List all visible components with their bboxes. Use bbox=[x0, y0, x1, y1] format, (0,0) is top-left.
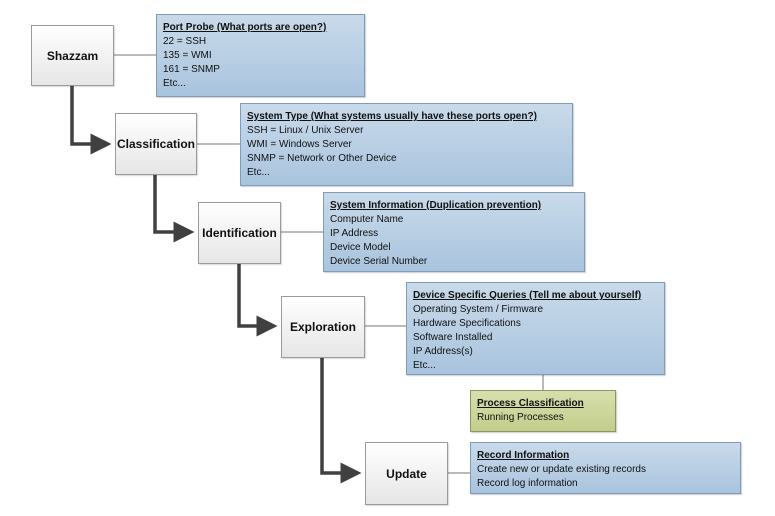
note-line: 22 = SSH bbox=[163, 36, 207, 47]
flow-arrow bbox=[70, 86, 112, 155]
flow-arrow bbox=[320, 358, 362, 484]
note-line: 161 = SNMP bbox=[163, 64, 220, 75]
note-line: Hardware Specifications bbox=[413, 318, 521, 329]
note-line: SSH = Linux / Unix Server bbox=[247, 125, 364, 136]
note-line: Record log information bbox=[477, 478, 578, 489]
note-record-info: Record Information Create new or update … bbox=[470, 442, 741, 494]
note-line: Etc... bbox=[163, 78, 186, 89]
note-process-classification: Process Classification Running Processes bbox=[470, 390, 616, 432]
flow-arrow bbox=[237, 264, 278, 337]
note-title: Port Probe (What ports are open?) bbox=[163, 22, 327, 33]
step-identification: Identification bbox=[198, 202, 281, 264]
note-title: System Type (What systems usually have t… bbox=[247, 111, 537, 122]
step-shazzam: Shazzam bbox=[31, 25, 114, 86]
note-title: Record Information bbox=[477, 450, 570, 461]
step-classification: Classification bbox=[115, 113, 197, 175]
note-line: Operating System / Firmware bbox=[413, 304, 544, 315]
note-line: Software Installed bbox=[413, 332, 493, 343]
note-line: Device Model bbox=[330, 242, 391, 253]
note-line: IP Address bbox=[330, 228, 379, 239]
note-line: Etc... bbox=[413, 360, 436, 371]
note-port-probe: Port Probe (What ports are open?) 22 = S… bbox=[156, 14, 365, 97]
note-line: Etc... bbox=[247, 167, 270, 178]
note-title: Process Classification bbox=[477, 398, 584, 409]
step-exploration: Exploration bbox=[281, 296, 365, 358]
note-line: Computer Name bbox=[330, 214, 404, 225]
note-line: 135 = WMI bbox=[163, 50, 212, 61]
note-line: IP Address(s) bbox=[413, 346, 473, 357]
note-title: System Information (Duplication preventi… bbox=[330, 200, 542, 211]
note-line: SNMP = Network or Other Device bbox=[247, 153, 397, 164]
note-system-type: System Type (What systems usually have t… bbox=[240, 103, 573, 186]
note-line: Device Serial Number bbox=[330, 256, 428, 267]
note-line: WMI = Windows Server bbox=[247, 139, 352, 150]
note-system-info: System Information (Duplication preventi… bbox=[323, 192, 585, 272]
note-line: Running Processes bbox=[477, 412, 564, 423]
flow-arrow bbox=[153, 175, 195, 243]
note-title: Device Specific Queries (Tell me about y… bbox=[413, 290, 642, 301]
note-device-queries: Device Specific Queries (Tell me about y… bbox=[406, 282, 665, 375]
step-update: Update bbox=[365, 442, 448, 505]
note-line: Create new or update existing records bbox=[477, 464, 646, 475]
